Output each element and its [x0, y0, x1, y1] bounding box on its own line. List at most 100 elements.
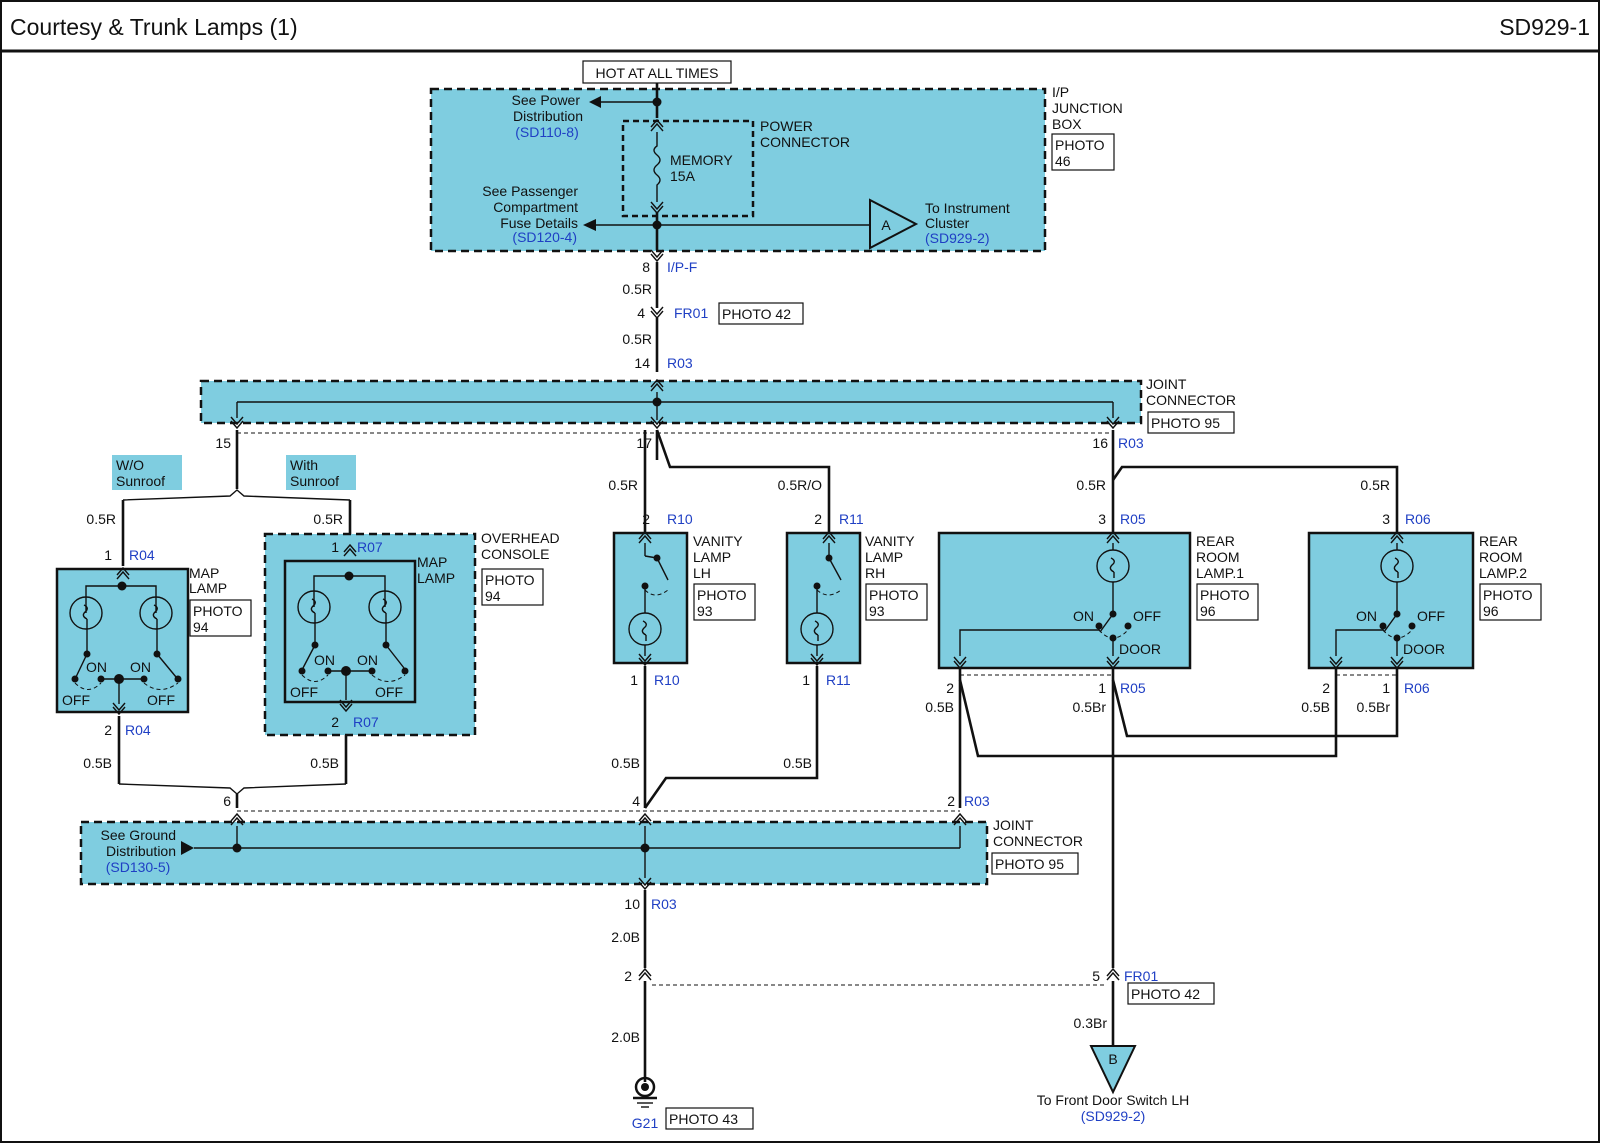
sd110-8-ref-link[interactable]: (SD110-8) [515, 124, 579, 140]
photo-label: PHOTO 42 [722, 306, 791, 322]
ground-collector [118, 783, 347, 795]
switch-off-label: OFF [375, 684, 403, 700]
ip-junction-box-label: BOX [1052, 116, 1082, 132]
wire-0.5br [1111, 669, 1399, 738]
photo-label: PHOTO [697, 587, 747, 603]
switch-off-label: OFF [62, 692, 90, 708]
wire-gauge-label: 0.5R [313, 511, 343, 527]
power-connector-label: POWER [760, 118, 813, 134]
option-split [122, 489, 351, 501]
switch-off-label: OFF [1133, 608, 1161, 624]
pin-number: 4 [632, 793, 640, 809]
hot-at-all-times-label: HOT AT ALL TIMES [596, 65, 719, 81]
pin-number: 4 [637, 305, 645, 321]
wire-gauge-label: 0.5R [622, 281, 652, 297]
map-lamp-label: MAP [189, 565, 219, 581]
overhead-console-label: CONSOLE [481, 546, 549, 562]
wire-gauge-label: 0.5R [86, 511, 116, 527]
pin-number: 14 [634, 355, 650, 371]
sd929-2-ref-link[interactable]: (SD929-2) [925, 230, 990, 246]
arrow-right-icon [181, 841, 194, 855]
photo-label: PHOTO 43 [669, 1111, 738, 1127]
joint-connector-bottom [79, 820, 989, 886]
ip-junction-box-label: JUNCTION [1052, 100, 1123, 116]
photo-number: 96 [1200, 603, 1216, 619]
switch-contact [298, 667, 306, 675]
connector-r07-label: R07 [353, 714, 379, 730]
wo-sunroof-label: W/O [116, 457, 144, 473]
sd120-4-ref-link[interactable]: (SD120-4) [512, 229, 577, 245]
wire-0.5r [1111, 465, 1399, 533]
wire-gauge-label: 0.5R [1076, 477, 1106, 493]
connector-r04-label: R04 [125, 722, 151, 738]
photo-96-box [1479, 583, 1542, 621]
arrow-left-icon [583, 219, 596, 231]
connector-r06-label: R06 [1404, 680, 1430, 696]
switch-blade-icon [302, 644, 316, 669]
wire-gauge-label: 0.5B [310, 755, 339, 771]
photo-96-box [1196, 583, 1259, 621]
rear-room-lamp-1-box [937, 531, 1192, 670]
memory-fuse-label: MEMORY [670, 152, 733, 168]
connector-r10-label: R10 [654, 672, 680, 688]
connector-r06-label: R06 [1405, 511, 1431, 527]
sd130-5-ref-link[interactable]: (SD130-5) [106, 859, 171, 875]
wire-gauge-label: 2.0B [611, 929, 640, 945]
wire-gauge-label: 0.5R [1360, 477, 1390, 493]
lamp-internal-wire [1335, 626, 1384, 656]
pin-number: 2 [642, 511, 650, 527]
switch-on-label: ON [86, 659, 107, 675]
rear-room-lamp-2-box [1307, 531, 1475, 670]
switch-contact [71, 675, 79, 683]
switch-door-label: DOOR [1403, 641, 1445, 657]
connector-r03-label: R03 [1118, 435, 1144, 451]
pin-number: 1 [331, 539, 339, 555]
switch-link [816, 589, 842, 596]
rear-room-lamp-1-label: LAMP.1 [1196, 565, 1244, 581]
map-lamp-box [55, 567, 190, 714]
fuse-rating-label: 15A [670, 168, 696, 184]
pin-number: 1 [1098, 680, 1106, 696]
wire-gauge-label: 0.5Br [1357, 699, 1391, 715]
wire-gauge-label: 0.5B [83, 755, 112, 771]
switch-contact [401, 667, 409, 675]
switch-blade-icon [1383, 613, 1398, 633]
photo-number: 96 [1483, 603, 1499, 619]
joint-connector-label: CONNECTOR [1146, 392, 1236, 408]
junction-dot [232, 843, 242, 853]
photo-94-box [481, 568, 544, 606]
see-power-label: See Power [512, 92, 581, 108]
photo-label: PHOTO [193, 603, 243, 619]
ip-junction-box-label: I/P [1052, 84, 1069, 100]
switch-off-label: OFF [290, 684, 318, 700]
rear-room-lamp-2-label: LAMP.2 [1479, 565, 1527, 581]
connector-r03-label: R03 [651, 896, 677, 912]
switch-off-label: OFF [147, 692, 175, 708]
connector-b-label: B [1108, 1051, 1117, 1067]
photo-label: PHOTO 42 [1131, 986, 1200, 1002]
with-sunroof-label: With [290, 457, 318, 473]
photo-46-box [1051, 133, 1115, 171]
connector-ipf-label: I/P-F [667, 259, 697, 275]
photo-95-box [1147, 411, 1235, 434]
switch-blade-icon [385, 644, 405, 669]
ground-icon [641, 1083, 649, 1091]
wire-0.5b [643, 666, 819, 809]
vanity-lamp-rh-label: RH [865, 565, 885, 581]
switch-contact [174, 675, 182, 683]
photo-number: 93 [869, 603, 885, 619]
see-passenger-label: Fuse Details [500, 215, 578, 231]
switch-contact [1124, 622, 1132, 630]
power-connector-box [621, 119, 755, 218]
sd929-2-ref-link[interactable]: (SD929-2) [1081, 1108, 1146, 1124]
switch-link [644, 589, 669, 596]
switch-link [301, 674, 329, 682]
wire-gauge-label: 0.5R/O [778, 477, 822, 493]
wire-gauge-label: 2.0B [611, 1029, 640, 1045]
power-connector-label: CONNECTOR [760, 134, 850, 150]
connector-r11-label: R11 [839, 511, 864, 527]
pin-number: 2 [331, 714, 339, 730]
pin-number: 1 [1382, 680, 1390, 696]
connector-fr01-label: FR01 [1124, 968, 1158, 984]
